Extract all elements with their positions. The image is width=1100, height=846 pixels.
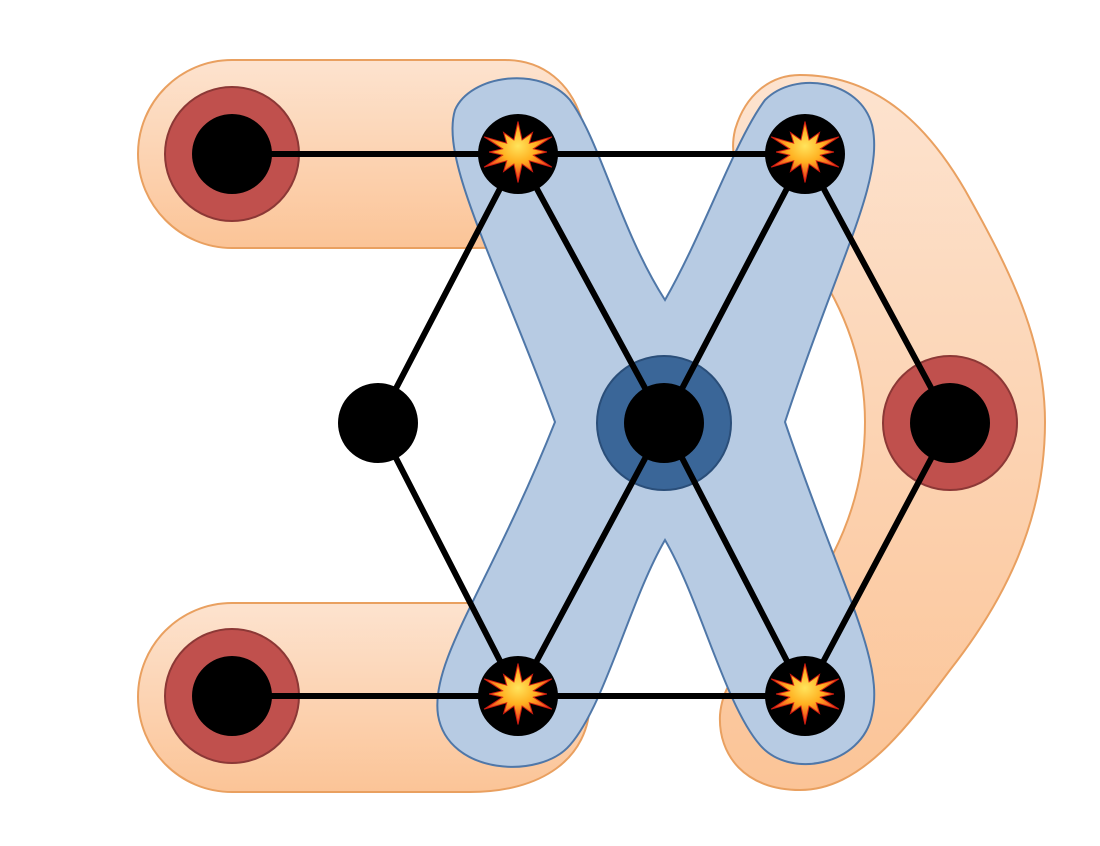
node-a-disc (192, 114, 272, 194)
edge-d-h (375, 420, 521, 699)
explosion-icon (483, 663, 553, 725)
edge-b-e (515, 151, 667, 426)
edge-c-e (661, 151, 808, 426)
explosion-icon (483, 121, 553, 183)
node-e (624, 383, 704, 463)
graph-edges (229, 151, 953, 699)
explosion-icon (770, 121, 840, 183)
node-a (192, 114, 272, 194)
edge-e-i (661, 420, 808, 699)
node-g-disc (192, 656, 272, 736)
node-f-disc (910, 383, 990, 463)
node-d-disc (338, 383, 418, 463)
node-i (765, 656, 845, 736)
edge-c-f (802, 151, 953, 426)
node-f (910, 383, 990, 463)
node-d (338, 383, 418, 463)
explosion-icon (770, 663, 840, 725)
node-h (478, 656, 558, 736)
edge-f-i (802, 420, 953, 699)
node-b (478, 114, 558, 194)
graph-nodes (192, 114, 990, 736)
node-c (765, 114, 845, 194)
node-g (192, 656, 272, 736)
edge-b-d (375, 151, 521, 426)
edge-e-h (515, 420, 667, 699)
node-e-disc (624, 383, 704, 463)
